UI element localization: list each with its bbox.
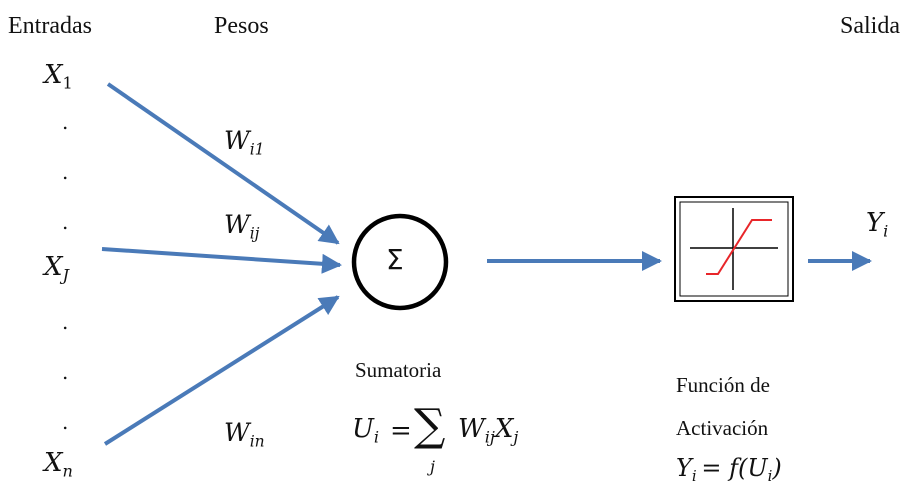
arrow-xn-to-sum (103, 295, 340, 446)
summation-eq-rhs: WijXj (458, 414, 519, 447)
input-xn: Xn (44, 448, 73, 481)
activation-label-line1: Función de (676, 373, 770, 397)
weight-w-i1: Wi1 (224, 126, 265, 159)
summation-eq-equals: = (390, 416, 412, 446)
weights-header: Pesos (214, 13, 269, 39)
output-y: Yi (866, 208, 889, 241)
ellipsis-dot: . (62, 410, 69, 434)
ellipsis-dot: . (62, 360, 69, 384)
output-header: Salida (840, 13, 900, 39)
summation-node (351, 213, 449, 311)
inputs-header: Entradas (8, 13, 92, 39)
input-x1: X1 (44, 60, 73, 93)
ellipsis-dot: . (62, 160, 69, 184)
activation-box-inner (679, 201, 789, 297)
summation-label: Sumatoria (355, 358, 442, 382)
summation-eq-lhs: Ui (352, 414, 380, 447)
arrow-xj-to-sum (101, 247, 342, 274)
arrow-x1-to-sum (106, 82, 340, 245)
activation-eq: Yi = f(Ui) (676, 454, 782, 486)
summation-eq-index: j (430, 457, 435, 476)
ellipsis-dot: . (62, 110, 69, 134)
ellipsis-dot: . (62, 210, 69, 234)
ellipsis-dot: . (62, 310, 69, 334)
sigma-symbol: Σ (386, 243, 404, 276)
weight-w-ij: Wij (224, 210, 260, 243)
weight-w-in: Win (224, 418, 265, 451)
activation-label-line2: Activación (676, 416, 769, 440)
input-xj: XJ (44, 252, 69, 285)
activation-curve (706, 219, 772, 275)
summation-eq-sigma: ∑ (414, 400, 446, 451)
